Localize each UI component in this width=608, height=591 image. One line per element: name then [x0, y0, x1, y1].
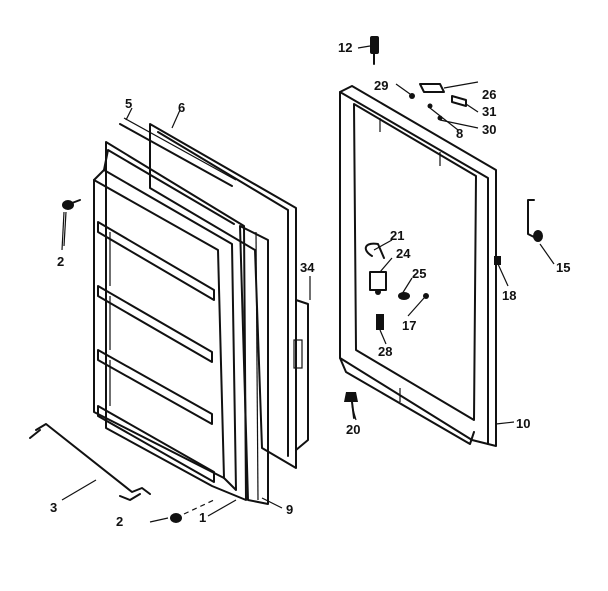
door-frame-10 [339, 91, 489, 445]
callout-26: 26 [482, 87, 496, 102]
callout-34: 34 [300, 260, 315, 275]
shelf [97, 221, 215, 301]
callout-6: 6 [178, 100, 185, 115]
door-liner [93, 179, 225, 479]
door-handle-icon [29, 423, 151, 501]
screw-icon [62, 199, 81, 247]
callout-21: 21 [390, 228, 404, 243]
callout-17: 17 [402, 318, 416, 333]
callout-29: 29 [374, 78, 388, 93]
door-gasket-6 [149, 123, 297, 469]
door-liner-assembly [29, 117, 309, 523]
callout-24: 24 [396, 246, 411, 261]
callout-25: 25 [412, 266, 426, 281]
callout-2-upper: 2 [57, 254, 64, 269]
callout-15: 15 [556, 260, 570, 275]
callout-20: 20 [346, 422, 360, 437]
callout-12: 12 [338, 40, 352, 55]
hinge-icon [409, 83, 467, 121]
shelf [97, 405, 215, 483]
callout-8: 8 [456, 126, 463, 141]
shelf [97, 349, 213, 425]
shelf [97, 285, 213, 363]
callout-31: 31 [482, 104, 496, 119]
screw-icon [370, 36, 379, 65]
callout-28: 28 [378, 344, 392, 359]
screw-icon [149, 499, 215, 523]
callout-3: 3 [50, 500, 57, 515]
callout-5: 5 [125, 96, 132, 111]
callout-18: 18 [502, 288, 516, 303]
leader-lines [61, 45, 555, 517]
callout-30: 30 [482, 122, 496, 137]
callout-1: 1 [199, 510, 206, 525]
callout-2-lower: 2 [116, 514, 123, 529]
door-stop-icon [494, 199, 543, 265]
callout-9: 9 [286, 502, 293, 517]
latch-icon [364, 242, 429, 330]
foot-icon [344, 392, 358, 419]
door-frame-assembly [339, 36, 543, 447]
callout-10: 10 [516, 416, 530, 431]
